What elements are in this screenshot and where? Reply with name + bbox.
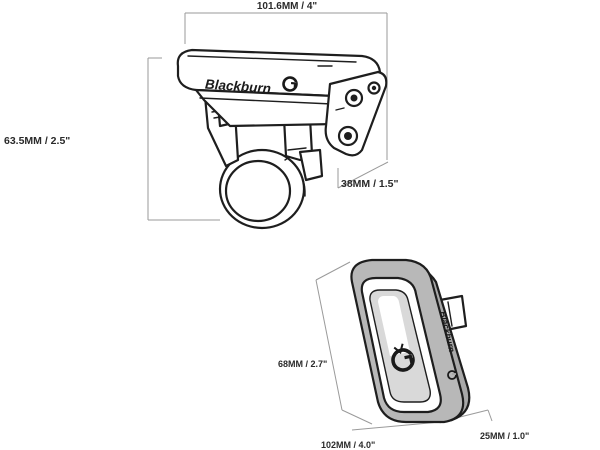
front-height-label: 63.5MM / 2.5" bbox=[4, 135, 70, 147]
rear-width-label: 102MM / 4.0" bbox=[321, 440, 375, 450]
rear-brand-symbol bbox=[391, 343, 415, 372]
rear-height-dimension: 68MM / 2.7" bbox=[278, 261, 373, 425]
front-width-label: 101.6MM / 4" bbox=[257, 1, 318, 12]
front-height-dimension: 63.5MM / 2.5" bbox=[4, 57, 220, 221]
front-lens-face bbox=[324, 70, 388, 157]
front-width-dimension: 101.6MM / 4" bbox=[184, 1, 388, 160]
rear-height-label: 68MM / 2.7" bbox=[278, 359, 327, 369]
handlebar-clamp bbox=[218, 148, 319, 230]
rear-side-brand-symbol bbox=[447, 370, 457, 380]
rear-lens-highlight bbox=[378, 296, 410, 356]
rear-light-illustration: Blackburn bbox=[350, 258, 471, 424]
front-brand-symbol bbox=[282, 76, 298, 92]
front-light-illustration: Blackburn bbox=[176, 48, 388, 230]
rear-depth-label: 25MM / 1.0" bbox=[480, 431, 529, 441]
front-brand-logo: Blackburn bbox=[205, 77, 272, 97]
mount-stem bbox=[282, 116, 324, 182]
front-depth-dimension: 38MM / 1.5" bbox=[337, 161, 399, 190]
front-depth-label: 38MM / 1.5" bbox=[341, 178, 399, 190]
